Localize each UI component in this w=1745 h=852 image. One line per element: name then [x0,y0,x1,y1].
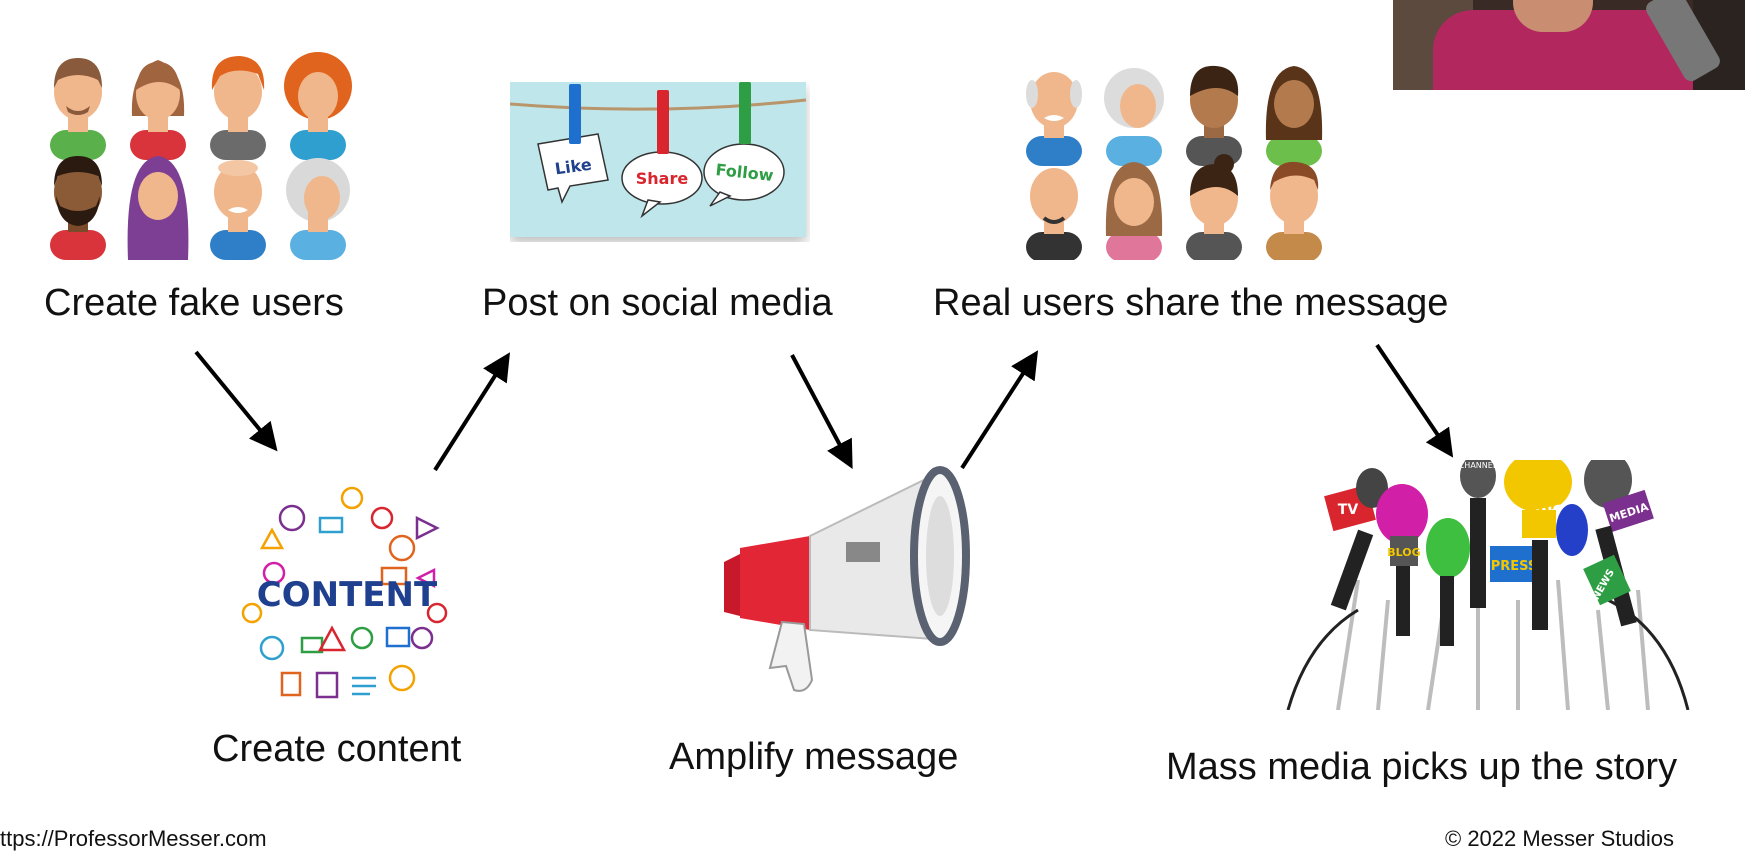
footer-copyright: © 2022 Messer Studios [1445,826,1674,852]
arrow [1377,345,1450,453]
content-icon-cloud: CONTENT [232,478,462,708]
mic-flag-press: PRESS [1491,559,1538,574]
megaphone-icon [700,462,980,702]
mic-flag-channel: CHANNEL [1459,461,1498,470]
arrow [792,355,850,464]
press-microphones: TV BLOG CHANNEL PRESS NEWS [1268,460,1708,710]
arrow [196,352,274,447]
mic-green [1426,518,1470,646]
mic-flag-tv: TV [1338,502,1359,518]
arrow [435,357,507,470]
mic-flag-blog: BLOG [1387,546,1420,559]
mic-blog: BLOG [1376,484,1428,636]
footer-url: ttps://ProfessorMesser.com [0,826,267,852]
content-word: CONTENT [257,575,438,615]
arrow [962,355,1035,468]
mic-press: PRESS [1490,546,1538,582]
mic-media: MEDIA [1584,460,1654,626]
